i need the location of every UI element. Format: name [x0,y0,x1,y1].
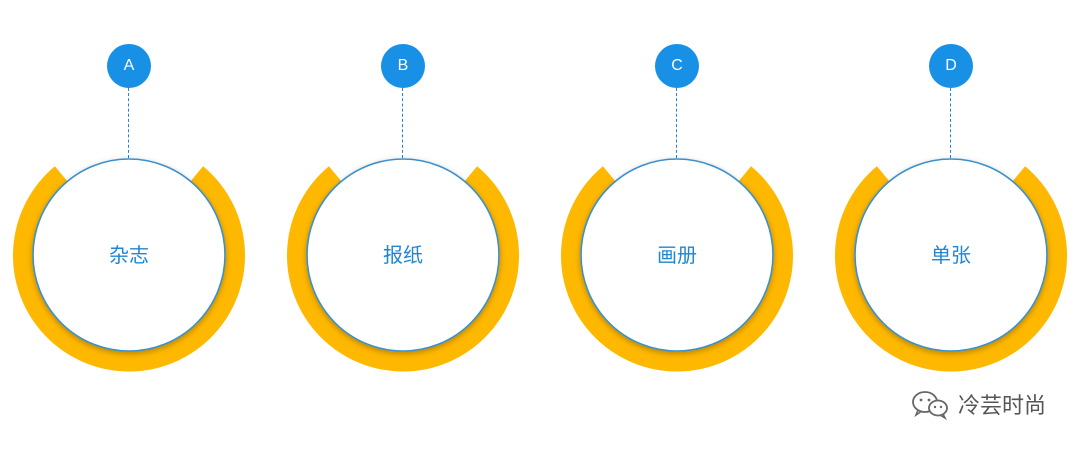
letter-badge: B [381,44,425,88]
item-label: 单张 [931,243,971,267]
letter-badge: A [107,44,151,88]
ring-graphic [287,158,519,372]
dashed-connector [950,88,951,158]
wechat-icon [910,388,950,420]
letter-badge: C [655,44,699,88]
yellow-arc [561,166,793,372]
dashed-connector [676,88,677,158]
ring-graphic [835,158,1067,372]
inner-circle [32,158,226,352]
ring-graphic [13,158,245,372]
inner-circle [854,158,1048,352]
yellow-arc [13,166,245,372]
diagram-item-c: C 画册 [557,0,797,380]
ring-circle [283,138,523,378]
watermark: 冷芸时尚 [910,384,1046,424]
yellow-arc [835,166,1067,372]
dashed-connector [402,88,403,158]
yellow-arc [287,166,519,372]
diagram-item-a: A 杂志 [9,0,249,380]
dashed-connector [128,88,129,158]
item-label: 报纸 [383,243,423,267]
ring-circle [557,138,797,378]
inner-circle [580,158,774,352]
ring-circle [831,138,1071,378]
item-label: 杂志 [109,243,149,267]
item-label: 画册 [657,243,697,267]
watermark-text: 冷芸时尚 [957,394,1046,419]
letter-badge: D [929,44,973,88]
inner-circle [306,158,500,352]
diagram-item-d: D 单张 [831,0,1071,380]
ring-circle [9,138,249,378]
diagram-item-b: B 报纸 [283,0,523,380]
ring-graphic [561,158,793,372]
